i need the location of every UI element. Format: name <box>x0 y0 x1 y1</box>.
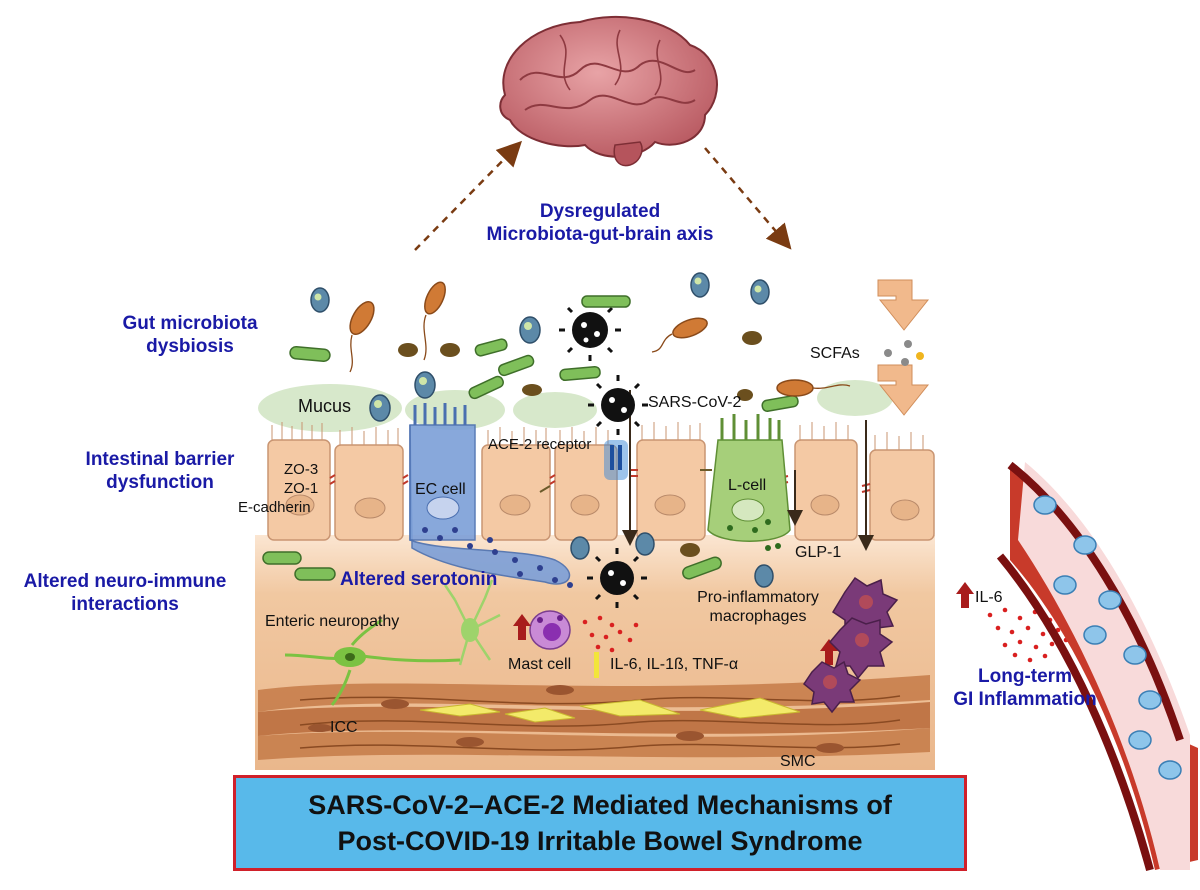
blood-vessel <box>996 461 1198 872</box>
epithelium <box>267 422 935 541</box>
sars-cov-2-virus-icon <box>588 375 648 435</box>
neuro-immune-label: Altered neuro-immune interactions <box>23 571 227 615</box>
ec-cell <box>409 403 573 588</box>
gi-inflammation-label: Long-term GI Inflammation <box>953 666 1097 710</box>
macrophages-label: Pro-inflammatory macrophages <box>697 589 819 625</box>
title-line-2: Post-COVID-19 Irritable Bowel Syndrome <box>337 826 863 856</box>
serotonin-label: Altered serotonin <box>340 569 498 590</box>
axis-title: Dysregulated Microbiota-gut-brain axis <box>486 201 714 245</box>
barrier-label: Intestinal barrier dysfunction <box>85 449 235 493</box>
il6-dots <box>987 607 1069 663</box>
l-cell-label: L-cell <box>728 477 767 494</box>
scfa-bent-arrow-1 <box>877 279 930 331</box>
enteric-neuropathy-label: Enteric neuropathy <box>265 613 400 630</box>
mast-cell-marker <box>594 652 599 678</box>
il6-label: IL-6 <box>975 589 1003 606</box>
cytokine-dots <box>582 615 639 653</box>
cytokines-label: IL-6, IL-1ß, TNF-α <box>610 656 739 673</box>
sars-cov-2-virus-icon <box>559 299 621 361</box>
sars-cov-2-virus-icon <box>587 548 647 608</box>
scfa-bent-arrow-2 <box>877 364 930 416</box>
bacteria-icons <box>262 272 851 588</box>
scfas-label: SCFAs <box>810 345 860 362</box>
ace2-receptor-icon <box>604 440 628 480</box>
mast-cell-label: Mast cell <box>508 656 572 673</box>
brain-icon <box>499 16 718 167</box>
glp1-label: GLP-1 <box>795 544 842 561</box>
zo1-label: ZO-1 <box>284 480 319 497</box>
title-box: SARS-CoV-2–ACE-2 Mediated Mechanisms of … <box>233 775 967 871</box>
smc-label: SMC <box>780 753 816 770</box>
sars-cov-2-label: SARS-CoV-2 <box>648 394 742 411</box>
icc-cells <box>419 697 801 723</box>
l-cell <box>707 414 791 551</box>
macrophage-icons <box>802 576 899 714</box>
dysbiosis-label: Gut microbiota dysbiosis <box>122 313 258 357</box>
zo3-label: ZO-3 <box>284 461 319 478</box>
mast-cell-icon <box>529 610 571 650</box>
e-cadherin-label: E-cadherin <box>238 499 311 516</box>
title-line-1: SARS-CoV-2–ACE-2 Mediated Mechanisms of <box>308 790 892 820</box>
mucus-label: Mucus <box>298 396 352 416</box>
axis-arrow-up <box>414 140 523 251</box>
ace2-receptor-label: ACE-2 receptor <box>488 436 592 453</box>
ec-cell-label: EC cell <box>415 481 466 498</box>
icc-label: ICC <box>330 719 358 736</box>
glial-cell <box>443 579 501 666</box>
scfa-dots <box>884 340 924 366</box>
